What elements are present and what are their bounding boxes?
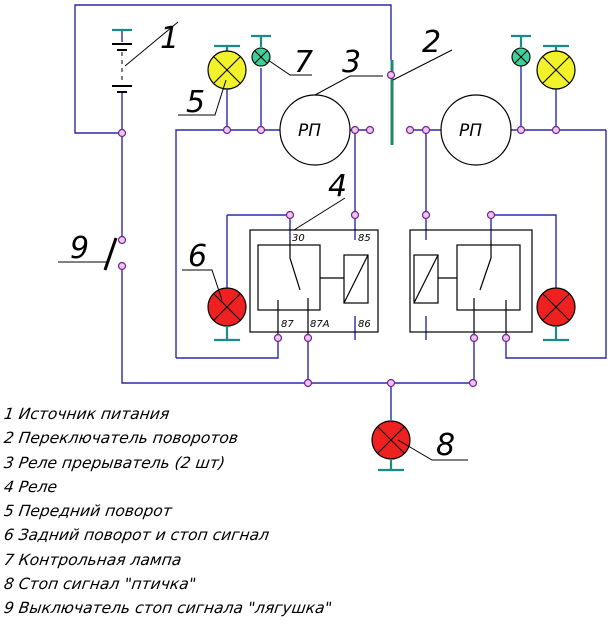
pin-87a: 87A bbox=[310, 319, 330, 330]
indicator-lamp-left bbox=[251, 34, 312, 76]
rp-label-right: РП bbox=[459, 121, 482, 141]
callout-9: 9 bbox=[70, 231, 89, 266]
rp-label-left: РП bbox=[298, 121, 321, 141]
legend-item-4: 4 Реле bbox=[2, 477, 59, 496]
callout-7: 7 bbox=[294, 45, 313, 80]
legend-item-6: 6 Задний поворот и стоп сигнал bbox=[2, 526, 271, 545]
power-source-battery bbox=[112, 21, 179, 93]
rear-turn-stop-lamp-right bbox=[536, 287, 576, 342]
legend-item-3: 3 Реле прерыватель (2 шт) bbox=[2, 453, 227, 472]
legend-item-7: 7 Контрольная лампа bbox=[2, 550, 183, 569]
legend-item-8: 8 Стоп сигнал "птичка" bbox=[2, 575, 198, 594]
pin-87: 87 bbox=[281, 319, 294, 330]
callout-3: 3 bbox=[342, 45, 361, 80]
callout-4: 4 bbox=[328, 169, 347, 204]
pin-85: 85 bbox=[358, 233, 371, 244]
callout-5: 5 bbox=[186, 85, 205, 120]
junction-nodes bbox=[117, 70, 561, 388]
legend: 1 Источник питания 2 Переключатель повор… bbox=[2, 402, 384, 621]
callout-8: 8 bbox=[436, 428, 455, 463]
rear-turn-stop-lamp-left bbox=[182, 269, 247, 342]
brake-light-switch bbox=[58, 237, 118, 271]
indicator-lamp-right bbox=[511, 34, 531, 67]
relay-left: 30 85 87 87A 86 bbox=[249, 197, 379, 338]
front-turn-lamp-right bbox=[536, 44, 576, 90]
flasher-relay-right: РП bbox=[440, 94, 512, 166]
legend-item-1: 1 Источник питания bbox=[2, 405, 171, 423]
callout-1: 1 bbox=[160, 21, 179, 56]
legend-item-5: 5 Передний поворот bbox=[2, 502, 174, 521]
flasher-relay-left: РП bbox=[279, 75, 383, 166]
front-turn-lamp-left bbox=[178, 44, 247, 116]
legend-item-2: 2 Переключатель поворотов bbox=[2, 429, 240, 448]
relay-right bbox=[409, 229, 533, 338]
pin-86: 86 bbox=[358, 319, 371, 330]
callout-2: 2 bbox=[422, 25, 441, 60]
wires bbox=[74, 4, 607, 420]
center-stop-lamp bbox=[371, 420, 468, 472]
callout-6: 6 bbox=[188, 239, 207, 274]
pin-30: 30 bbox=[292, 233, 305, 244]
legend-item-9: 9 Выключатель стоп сигнала "лягушка" bbox=[2, 599, 334, 618]
